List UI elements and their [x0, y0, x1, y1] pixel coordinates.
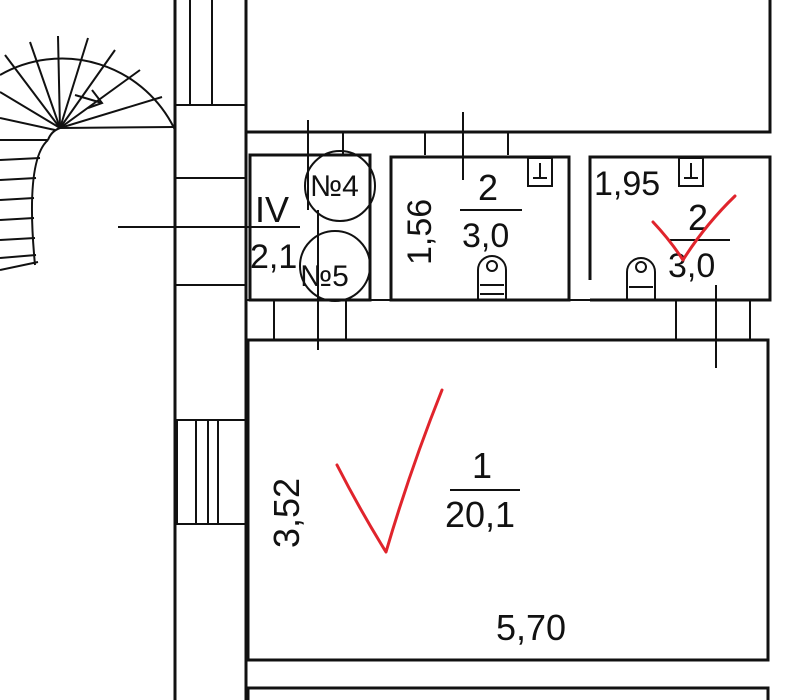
room-iv-number: IV [255, 189, 289, 230]
check-mark-icon [651, 194, 737, 262]
wc-right-dimension: 1,95 [594, 165, 660, 203]
riser-4-marker: №4 [304, 150, 376, 222]
riser-5-marker: №5 [299, 230, 371, 302]
main-room-area: 20,1 [445, 494, 515, 535]
main-room-number: 1 [472, 445, 492, 486]
main-room-width-dimension: 5,70 [496, 607, 566, 648]
wc-right-area: 3,0 [668, 247, 715, 285]
wc-left-area: 3,0 [462, 217, 509, 255]
check-mark-icon [335, 388, 444, 554]
toilet-icon [626, 257, 656, 300]
bottom-room [246, 686, 770, 700]
toilet-icon [477, 255, 507, 300]
riser-5-label: №5 [300, 260, 349, 293]
wc-left-number: 2 [478, 167, 498, 208]
main-room: 3,52 1 20,1 5,70 [246, 338, 770, 662]
wc-right-number: 2 [688, 197, 708, 238]
corridor-walls [173, 0, 248, 700]
main-room-height-dimension: 3,52 [266, 478, 307, 548]
wc-left-dimension: 1,56 [401, 199, 439, 265]
door-strip [246, 299, 770, 340]
riser-4-label: №4 [310, 170, 359, 203]
top-room [244, 0, 772, 210]
sink-icon [678, 157, 704, 187]
room-iv-area: 2,1 [250, 238, 297, 276]
wc-left: 1,56 2 3,0 [389, 155, 571, 302]
room-iv: IV 2,1 №4 №5 [118, 150, 376, 350]
spiral-staircase-icon [0, 35, 176, 271]
sink-icon [527, 157, 553, 187]
wc-right: 1,95 2 3,0 [588, 155, 772, 368]
